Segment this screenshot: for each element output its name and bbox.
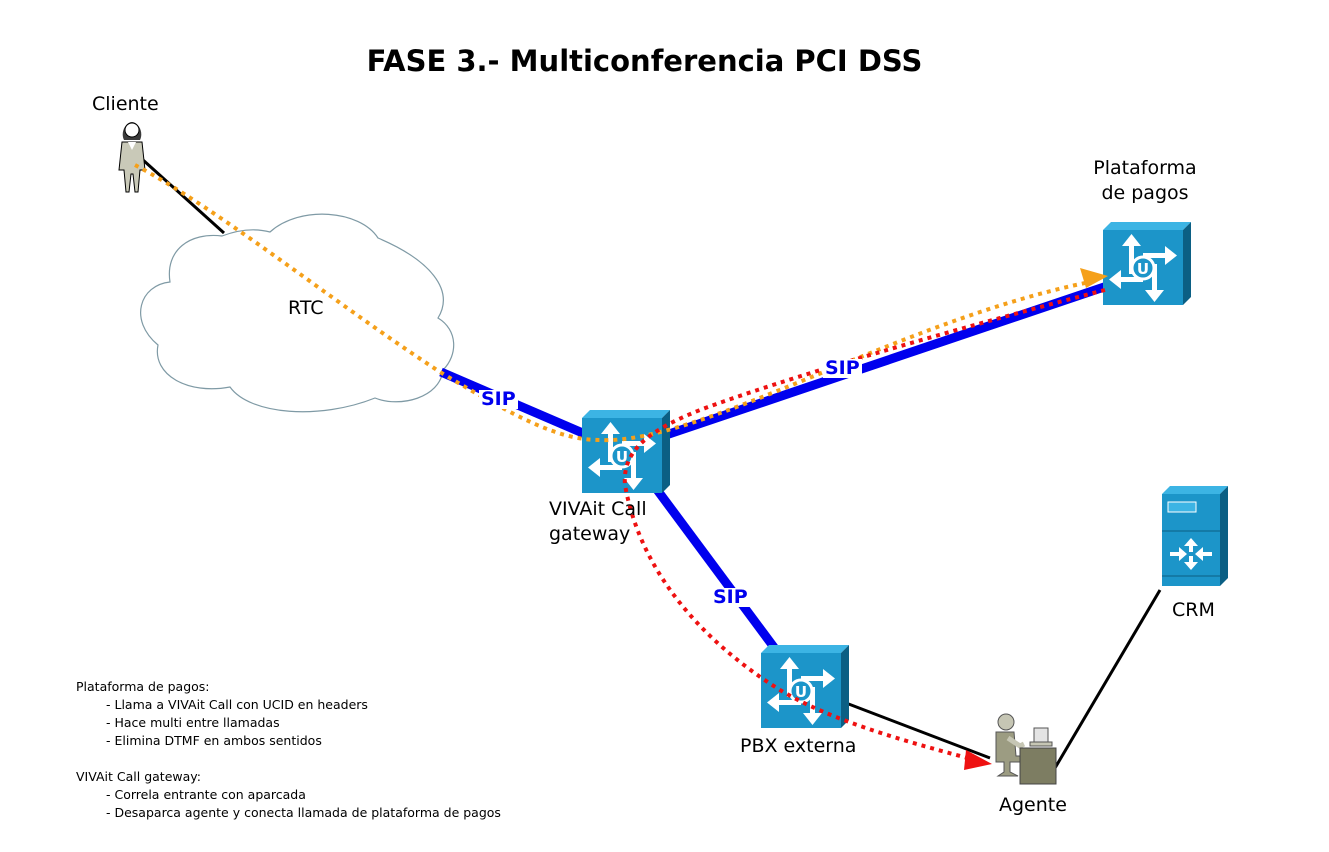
arrow-head-orange bbox=[1080, 268, 1108, 288]
arrow-head-red bbox=[964, 750, 992, 770]
notes-plataforma-item: - Llama a VIVAit Call con UCID en header… bbox=[106, 697, 368, 712]
cliente-label: Cliente bbox=[92, 93, 159, 115]
call-flow-customer bbox=[134, 163, 1091, 443]
notes-gateway-item: - Correla entrante con aparcada bbox=[106, 787, 306, 802]
link-cliente-rtc bbox=[141, 158, 226, 235]
notes-plataforma-title: Plataforma de pagos: bbox=[76, 679, 210, 694]
call-flow-agent bbox=[622, 288, 1106, 762]
crm-server-icon bbox=[1162, 486, 1228, 586]
gateway-label-line2: gateway bbox=[549, 522, 631, 545]
sip-link-gateway-pbx bbox=[651, 484, 780, 653]
plataforma-label: Plataforma de pagos bbox=[1080, 156, 1210, 205]
diagram-title: FASE 3.- Multiconferencia PCI DSS bbox=[366, 44, 923, 78]
sip-label-gateway-pbx: SIP bbox=[711, 586, 750, 608]
notes-plataforma-item: - Elimina DTMF en ambos sentidos bbox=[106, 733, 322, 748]
plataforma-router-icon bbox=[1101, 220, 1193, 307]
notes-plataforma-item: - Hace multi entre llamadas bbox=[106, 715, 280, 730]
crm-label: CRM bbox=[1172, 599, 1215, 621]
pbx-label: PBX externa bbox=[740, 735, 857, 757]
plataforma-label-line2: de pagos bbox=[1101, 181, 1189, 204]
notes-gateway-title: VIVAit Call gateway: bbox=[76, 769, 201, 784]
sip-label-gateway-plataforma: SIP bbox=[823, 357, 862, 379]
gateway-label: VIVAit Call gateway bbox=[549, 497, 647, 546]
gateway-label-line1: VIVAit Call bbox=[549, 498, 647, 520]
rtc-label: RTC bbox=[288, 297, 324, 319]
link-agente-crm bbox=[1053, 589, 1162, 769]
plataforma-label-line1: Plataforma bbox=[1093, 157, 1197, 179]
sip-label-rtc-gateway: SIP bbox=[479, 388, 518, 410]
agente-label: Agente bbox=[999, 794, 1067, 816]
notes-gateway-item: - Desaparca agente y conecta llamada de … bbox=[106, 805, 501, 820]
link-pbx-agente bbox=[845, 701, 991, 760]
rtc-cloud bbox=[140, 213, 455, 413]
agente-workstation-icon bbox=[995, 713, 1057, 785]
cliente-person-icon bbox=[118, 122, 146, 193]
notes-panel: Plataforma de pagos: - Llama a VIVAit Ca… bbox=[76, 678, 501, 822]
